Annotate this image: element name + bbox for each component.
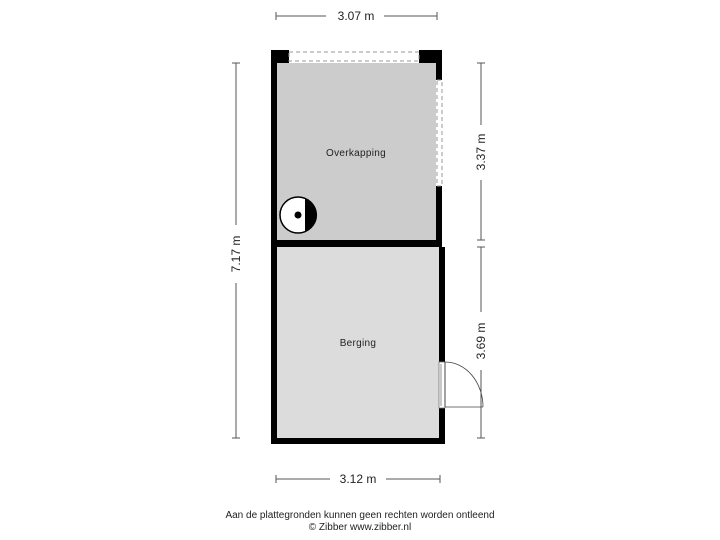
dimension-right-upper	[477, 62, 485, 241]
dimension-top	[275, 12, 438, 20]
dimension-bottom	[275, 475, 441, 483]
room-label-berging: Berging	[340, 338, 377, 349]
dimension-top-label: 3.07 m	[338, 9, 375, 23]
dimension-right-upper-label: 3.37 m	[474, 134, 488, 171]
room-label-overkapping: Overkapping	[326, 148, 386, 159]
dimension-right-lower	[477, 246, 485, 439]
dimension-left-label: 7.17 m	[229, 236, 243, 273]
open-side-top	[288, 51, 420, 62]
boiler-icon	[279, 196, 318, 234]
dimension-right-lower-label: 3.69 m	[474, 323, 488, 360]
dimension-bottom-label: 3.12 m	[340, 472, 377, 486]
footer-credit: © Zibber www.zibber.nl	[308, 522, 412, 533]
open-side-right	[436, 79, 443, 187]
footer-disclaimer: Aan de plattegronden kunnen geen rechten…	[225, 510, 495, 521]
berging-floor	[277, 247, 439, 438]
dimension-left	[232, 62, 240, 439]
door	[438, 361, 484, 409]
walls	[271, 50, 445, 444]
